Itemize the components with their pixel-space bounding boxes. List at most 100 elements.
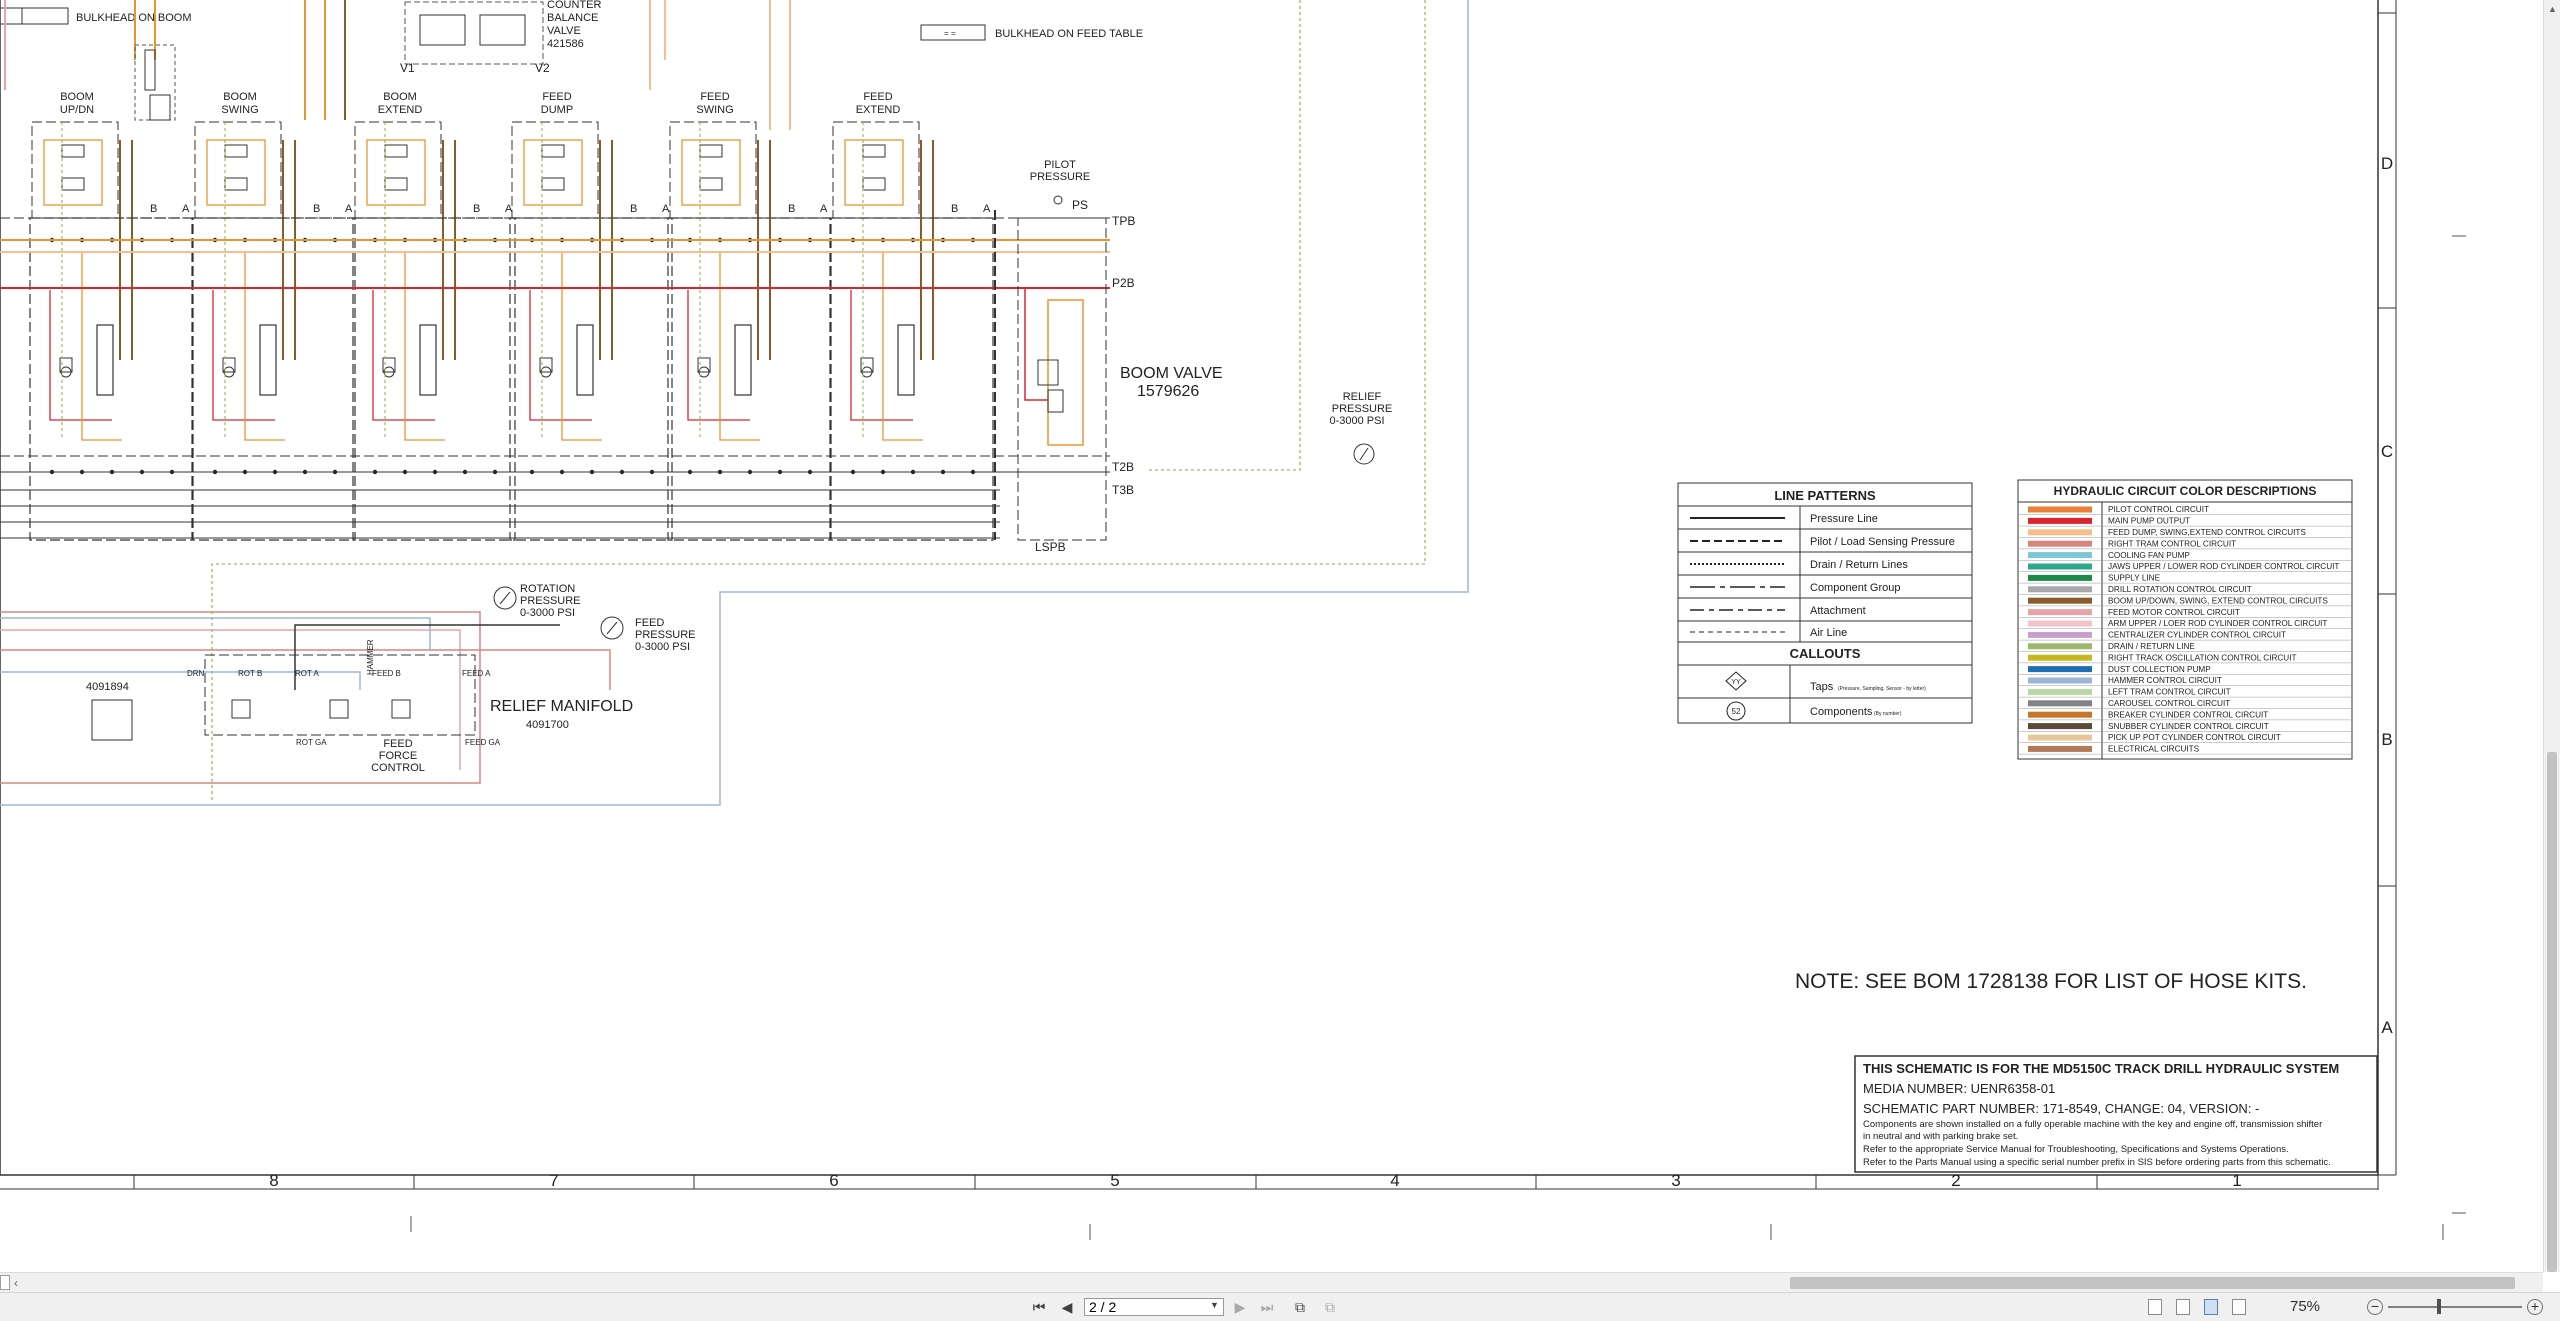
document-viewport[interactable]: 8 7 6 5 4 3 2 1 D C B A BULKHEAD ON BOOM… [0,0,2543,1272]
boom-valve-title: BOOM VALVE [1120,365,1223,382]
relief-pressure-label: RELIEF [1343,391,1382,403]
color-legend-row: ELECTRICAL CIRCUITS [2018,745,2352,755]
zoom-out-icon[interactable]: − [2367,1299,2383,1315]
svg-text:FEED: FEED [863,91,892,103]
color-legend-row: FEED DUMP, SWING,EXTEND CONTROL CIRCUITS [2018,528,2352,538]
svg-text:PRESSURE: PRESSURE [1332,403,1393,415]
continuous-facing-view-icon[interactable] [2232,1299,2246,1315]
svg-text:DRILL ROTATION CONTROL CIRCUIT: DRILL ROTATION CONTROL CIRCUIT [2108,585,2252,594]
pattern-pilot-line: Pilot / Load Sensing Pressure [1810,536,1955,548]
vertical-scroll-thumb[interactable] [2547,752,2557,1272]
svg-text:in neutral and with parking br: in neutral and with parking brake set. [1863,1131,2018,1142]
color-legend-row: CENTRALIZER CYLINDER CONTROL CIRCUIT [2018,631,2352,641]
svg-text:FEED: FEED [542,91,571,103]
zone-separators-bottom [133,1175,2098,1189]
svg-text:A: A [345,203,353,215]
svg-text:DRAIN / RETURN LINE: DRAIN / RETURN LINE [2108,642,2195,651]
svg-text:0-3000 PSI: 0-3000 PSI [1329,415,1384,427]
counter-balance-valve: V1 V2 COUNTER BALANCE VALVE 421586 [400,0,601,75]
page-number-input[interactable] [1084,1298,1224,1316]
next-page-icon[interactable]: ▶ [1234,1299,1246,1315]
color-legend: HYDRAULIC CIRCUIT COLOR DESCRIPTIONS PIL… [2017,479,2353,760]
svg-text:LSPB: LSPB [1035,540,1066,554]
taps-label: Taps [1810,681,1834,693]
zone-number-5: 5 [1110,1171,1119,1190]
svg-text:V1: V1 [400,61,415,75]
svg-text:B: B [473,203,480,215]
scroll-left-icon[interactable]: ‹ [14,1276,18,1290]
svg-text:52: 52 [1732,707,1741,716]
facing-view-icon[interactable] [2204,1299,2218,1315]
svg-text:0-3000 PSI: 0-3000 PSI [635,641,690,653]
zoom-in-icon[interactable]: + [2527,1299,2543,1315]
svg-text:FEED: FEED [700,91,729,103]
zone-letter-c: C [2381,442,2393,461]
pattern-pressure-line: Pressure Line [1810,513,1878,525]
zoom-slider[interactable] [2388,1306,2522,1308]
svg-text:VALVE: VALVE [547,25,581,37]
zone-separators-right [2378,12,2396,887]
zone-number-6: 6 [829,1171,838,1190]
svg-text:FORCE: FORCE [379,750,418,762]
svg-text:B: B [788,203,795,215]
boom-valve-pn: 1579626 [1137,383,1199,400]
svg-text:PRESSURE: PRESSURE [635,629,696,641]
color-legend-row: LEFT TRAM CONTROL CIRCUIT [2018,688,2352,698]
svg-text:DUST COLLECTION PUMP: DUST COLLECTION PUMP [2108,665,2211,674]
svg-text:ROT B: ROT B [238,669,262,678]
horizontal-scrollbar[interactable]: ‹ [0,1272,2543,1292]
previous-view-icon[interactable]: ⧉ [1295,1299,1305,1315]
horizontal-scroll-thumb[interactable] [1790,1277,2515,1289]
schematic-part-number: SCHEMATIC PART NUMBER: 171-8549, CHANGE:… [1863,1101,2259,1116]
svg-text:DUMP: DUMP [541,104,573,116]
svg-text:PILOT CONTROL CIRCUIT: PILOT CONTROL CIRCUIT [2108,505,2209,514]
svg-text:FEED MOTOR CONTROL CIRCUIT: FEED MOTOR CONTROL CIRCUIT [2108,608,2240,617]
first-page-icon[interactable]: ⏮ [1032,1299,1046,1315]
svg-text:EXTEND: EXTEND [856,104,901,116]
svg-text:COOLING FAN PUMP: COOLING FAN PUMP [2108,551,2190,560]
scroll-up-icon[interactable]: ▲ [2548,4,2557,14]
svg-text:FEED A: FEED A [462,669,491,678]
continuous-view-icon[interactable] [2176,1299,2190,1315]
svg-text:Components are shown installed: Components are shown installed on a full… [1863,1119,2322,1130]
svg-text:CAROUSEL CONTROL CIRCUIT: CAROUSEL CONTROL CIRCUIT [2108,699,2230,708]
zone-number-2: 2 [1951,1171,1960,1190]
svg-text:B: B [951,203,958,215]
svg-text:B: B [150,203,157,215]
svg-text:CONTROL: CONTROL [371,762,425,774]
color-legend-row: HAMMER CONTROL CIRCUIT [2018,676,2352,686]
svg-text:PICK UP POT CYLINDER CONTROL C: PICK UP POT CYLINDER CONTROL CIRCUIT [2108,733,2281,742]
vertical-scrollbar[interactable]: ▲ [2543,0,2560,1272]
last-page-icon[interactable]: ⏭ [1260,1299,1274,1315]
svg-text:A: A [983,203,991,215]
svg-text:PRESSURE: PRESSURE [520,595,581,607]
single-page-view-icon[interactable] [2148,1299,2162,1315]
previous-page-icon[interactable]: ◀ [1061,1299,1073,1315]
scroll-left-box[interactable] [0,1275,10,1290]
svg-text:BOOM: BOOM [223,91,257,103]
svg-text:0-3000 PSI: 0-3000 PSI [520,607,575,619]
svg-text:BOOM: BOOM [383,91,417,103]
zone-number-3: 3 [1671,1171,1680,1190]
svg-text:JAWS UPPER / LOWER ROD CYLINDE: JAWS UPPER / LOWER ROD CYLINDER CONTROL … [2108,562,2339,571]
page-dropdown-icon[interactable]: ▼ [1210,1300,1219,1310]
feed-pressure-label: FEED [635,617,664,629]
svg-text:SUPPLY LINE: SUPPLY LINE [2108,574,2161,583]
color-legend-row: FEED MOTOR CONTROL CIRCUIT [2018,608,2352,618]
next-view-icon[interactable]: ⧉ [1325,1299,1335,1315]
svg-text:TPB: TPB [1112,214,1135,228]
zone-letter-d: D [2381,154,2393,173]
svg-text:HAMMER: HAMMER [366,639,375,675]
color-legend-row: DRILL ROTATION CONTROL CIRCUIT [2018,585,2352,595]
svg-text:UP/DN: UP/DN [60,104,94,116]
zoom-slider-thumb[interactable] [2437,1299,2441,1314]
svg-text:YY: YY [1731,679,1741,686]
feed-force-control-label: FEED [383,738,412,750]
color-legend-row: DUST COLLECTION PUMP [2018,665,2352,675]
color-legend-row: COOLING FAN PUMP [2018,551,2352,561]
svg-text:HAMMER CONTROL CIRCUIT: HAMMER CONTROL CIRCUIT [2108,676,2222,685]
